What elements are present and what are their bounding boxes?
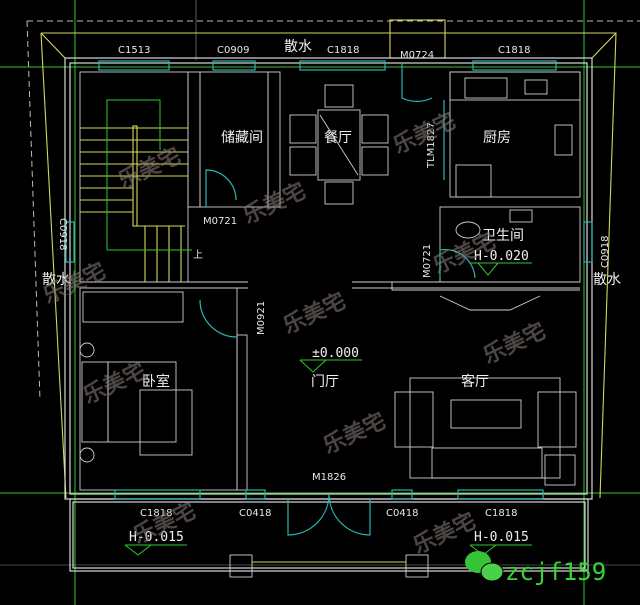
svg-text:乐美宅: 乐美宅 xyxy=(39,258,110,309)
wechat-id: zcjf159 xyxy=(505,558,606,586)
interior-walls xyxy=(79,71,581,491)
window-label-top-storage: C0909 xyxy=(217,45,249,56)
watermark: 乐美宅 乐美宅 乐美宅 乐美宅 乐美宅 乐美宅 乐美宅 乐美宅 乐美宅 乐美宅 … xyxy=(39,108,550,559)
door-label-kitchen-slide: TLM1827 xyxy=(426,122,437,169)
site-outline xyxy=(26,20,640,401)
room-label-foyer: 门厅 xyxy=(311,374,339,390)
room-label-bedroom: 卧室 xyxy=(142,373,170,390)
svg-text:乐美宅: 乐美宅 xyxy=(409,508,480,559)
window-label-top-stair: C1513 xyxy=(118,45,150,56)
window-label-left: C0918 xyxy=(57,218,68,250)
svg-text:乐美宅: 乐美宅 xyxy=(239,178,310,229)
svg-text:乐美宅: 乐美宅 xyxy=(114,143,185,194)
svg-text:乐美宅: 乐美宅 xyxy=(279,288,350,339)
window-label-right: C0918 xyxy=(600,236,611,268)
door-label-main: M1826 xyxy=(312,472,346,483)
room-label-bathroom: 卫生间 xyxy=(482,228,524,244)
apron-label-left: 散水 xyxy=(42,272,70,288)
window-label-bottom-right-small: C0418 xyxy=(386,508,418,519)
door-label-bathroom: M0721 xyxy=(422,244,433,278)
room-label-dining: 餐厅 xyxy=(324,130,352,146)
apron-label-right: 散水 xyxy=(593,272,621,288)
door-swings xyxy=(199,63,476,536)
apron-outline xyxy=(40,19,617,499)
door-label-bedroom: M0921 xyxy=(256,301,267,335)
svg-text:乐美宅: 乐美宅 xyxy=(389,108,460,159)
window-label-bottom-bedroom: C1818 xyxy=(140,508,172,519)
level-porch-right: H-0.015 xyxy=(474,530,529,545)
room-label-living: 客厅 xyxy=(461,373,489,390)
labels: 散水 散水 散水 C1513 C0909 C1818 C1818 C0918 C… xyxy=(42,39,621,545)
windows xyxy=(65,60,593,500)
wechat-icon xyxy=(465,551,504,582)
svg-text:乐美宅: 乐美宅 xyxy=(479,318,550,369)
room-label-kitchen: 厨房 xyxy=(483,130,511,146)
level-foyer: ±0.000 xyxy=(312,346,359,361)
level-porch-left: H-0.015 xyxy=(129,530,184,545)
svg-text:乐美宅: 乐美宅 xyxy=(319,408,390,459)
room-label-storage: 储藏间 xyxy=(221,130,263,146)
level-bathroom: H-0.020 xyxy=(474,249,529,264)
door-label-back: M0724 xyxy=(400,50,434,61)
staircase xyxy=(80,99,192,282)
stair-up-label: 上 xyxy=(193,249,203,261)
window-label-bottom-left-small: C0418 xyxy=(239,508,271,519)
svg-text:乐美宅: 乐美宅 xyxy=(79,358,150,409)
window-label-top-dining: C1818 xyxy=(327,45,359,56)
apron-label-top: 散水 xyxy=(284,39,312,55)
furniture xyxy=(79,71,581,578)
window-label-top-kitchen: C1818 xyxy=(498,45,530,56)
door-label-storage: M0721 xyxy=(203,216,237,227)
window-label-bottom-living: C1818 xyxy=(485,508,517,519)
